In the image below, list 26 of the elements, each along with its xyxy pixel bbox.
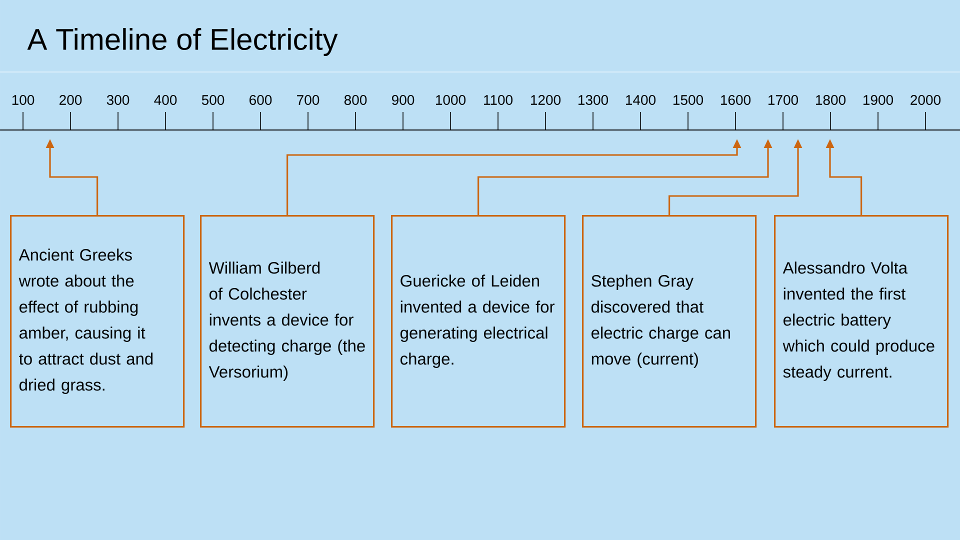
tick-label: 1600 xyxy=(721,95,751,105)
tick-label: 1400 xyxy=(626,95,656,105)
tick-label: 600 xyxy=(250,95,272,105)
tick-label: 400 xyxy=(154,95,177,105)
tick-label: 700 xyxy=(297,95,320,105)
tick-label: 1700 xyxy=(768,95,798,105)
event-box: Guericke of Leiden invented a device for generating electrical charge. xyxy=(391,215,566,428)
tick-label: 800 xyxy=(344,95,367,105)
title: A Timeline of Electricity xyxy=(27,28,338,56)
tick-label: 1300 xyxy=(578,95,608,105)
tick-label: 1900 xyxy=(864,95,894,105)
event-box: William Gilberd of Colchester invents a device for detecting charge (the Versorium) xyxy=(200,215,375,428)
tick-label: 100 xyxy=(12,95,34,105)
tick-label: 300 xyxy=(106,95,130,105)
tick-label: 1100 xyxy=(484,95,513,105)
tick-label: 1000 xyxy=(436,95,466,105)
tick-label: 200 xyxy=(60,95,82,105)
event-box: Stephen Gray discovered that electric charge can move (current) xyxy=(582,215,757,428)
tick-label: 500 xyxy=(202,95,224,105)
tick-label: 900 xyxy=(392,95,414,105)
tick-label: 2000 xyxy=(910,95,941,105)
tick-label: 1500 xyxy=(674,95,704,105)
tick-label: 1200 xyxy=(531,95,561,105)
event-box: Ancient Greeks wrote about the effect of rubbing amber, causing it to attract dust and dried grass. xyxy=(10,215,185,428)
tick-label: 1800 xyxy=(816,95,846,105)
event-box: Alessandro Volta invented the first electric battery which could produce steady current. xyxy=(774,215,949,428)
